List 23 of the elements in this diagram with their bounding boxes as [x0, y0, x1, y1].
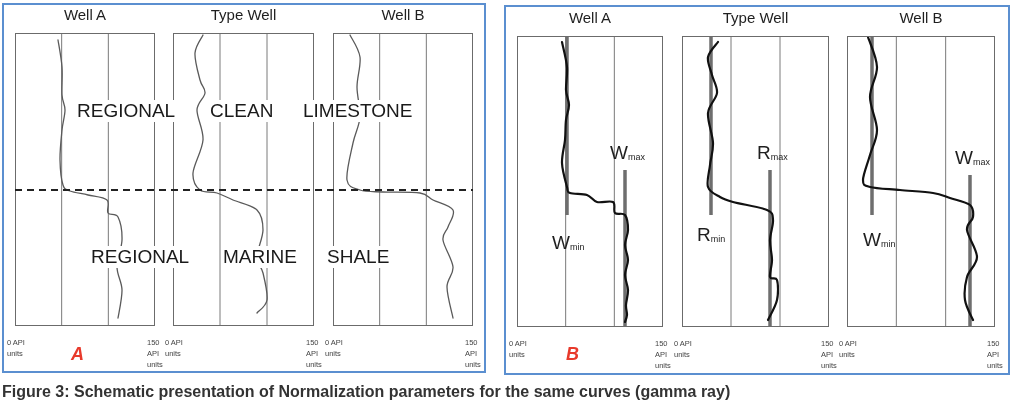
parameter-label: W$_{min}$ — [863, 229, 896, 251]
well-name: Type Well — [210, 6, 277, 24]
well-name: Well B — [381, 6, 425, 24]
zone-label: CLEAN — [210, 100, 274, 122]
parameter-label: W$_{max}$ — [955, 147, 990, 169]
zone-label: MARINE — [223, 246, 297, 268]
figure-panel — [2, 3, 486, 373]
panel-letter: A — [71, 344, 84, 364]
figure-caption: Figure 3: Schematic presentation of Normalization parameters for the same curves (gamma ray) — [2, 383, 731, 401]
panel-letter: B — [566, 344, 579, 364]
well-name: Well A — [568, 9, 612, 27]
well-name: Type Well — [722, 9, 789, 27]
parameter-label: W$_{min}$ — [552, 232, 585, 254]
zone-label: SHALE — [327, 246, 390, 268]
zone-label: REGIONAL — [77, 100, 176, 122]
zone-label: REGIONAL — [91, 246, 190, 268]
figure-panel — [504, 5, 1010, 375]
well-name: Well B — [899, 9, 943, 27]
parameter-label: R$_{min}$ — [697, 224, 726, 246]
parameter-label: W$_{max}$ — [610, 142, 645, 164]
well-name: Well A — [63, 6, 107, 24]
parameter-label: R$_{max}$ — [757, 142, 788, 164]
zone-label: LIMESTONE — [303, 100, 413, 122]
